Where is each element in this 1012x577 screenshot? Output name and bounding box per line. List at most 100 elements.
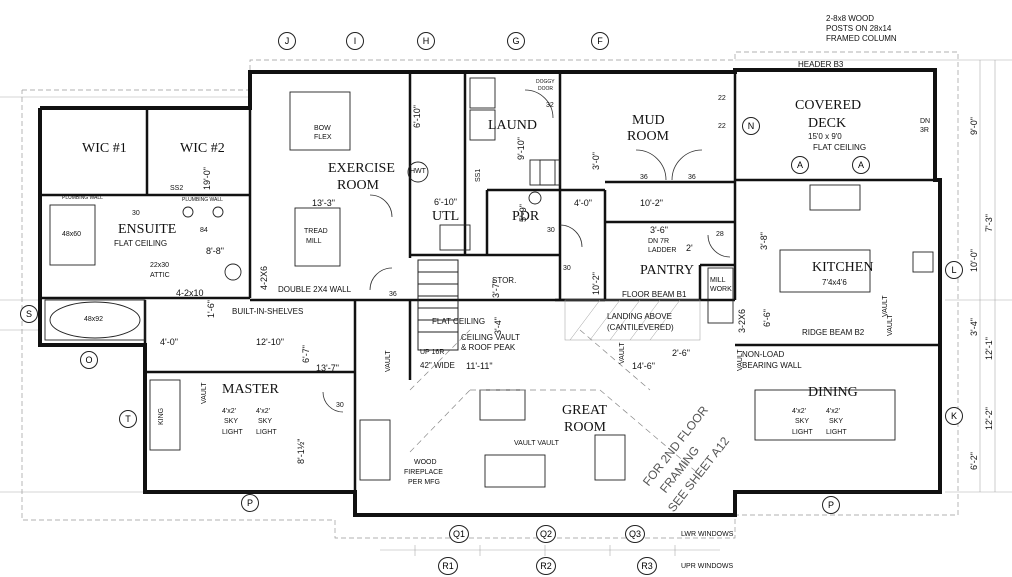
dim-36a: 36 — [640, 174, 648, 181]
dim-3-4: 3'-4" — [969, 318, 979, 336]
tread-mill-2: MILL — [306, 238, 322, 245]
vault-vault: VAULT VAULT — [514, 440, 559, 447]
ceiling-vault-1: CEILING VAULT — [461, 333, 520, 342]
outer-dashed-outline — [21, 51, 959, 539]
dim-8-8: 8'-8" — [206, 246, 224, 256]
dim-8-1-half: 8'-1½" — [296, 438, 306, 464]
sky-light-1-light: LIGHT — [222, 429, 243, 436]
ceiling-vault-2: & ROOF PEAK — [461, 343, 516, 352]
dim-22b: 22 — [718, 123, 726, 130]
grid-bubble-J: J — [278, 32, 296, 50]
dim-30c: 30 — [563, 265, 571, 272]
dn-3r-2: 3R — [920, 127, 929, 134]
non-load-1: NON-LOAD — [742, 350, 785, 359]
dim-13-7: 13'-7" — [316, 363, 339, 373]
landing-hatch — [564, 299, 701, 341]
dim-6-2: 6'-2" — [969, 452, 979, 470]
attic-1: 22x30 — [150, 262, 170, 269]
room-pdr: PDR — [512, 209, 540, 224]
dim-9-0: 9'-0" — [969, 117, 979, 135]
sky-light-1-size: 4'x2' — [222, 408, 236, 415]
bow-flex-2: FLEX — [314, 134, 332, 141]
dim-12-2: 12'-2" — [984, 407, 994, 430]
room-mud-1: MUD — [632, 113, 665, 128]
dim-10-0: 10'-0" — [969, 249, 979, 272]
grid-bubble-A2: A — [852, 156, 870, 174]
landing-2: (CANTILEVERED) — [607, 323, 674, 332]
sky-light-4-size: 4'x2' — [826, 408, 840, 415]
grid-bubble-L: L — [945, 261, 963, 279]
stairs — [417, 259, 459, 351]
sky-light-2-size: 4'x2' — [256, 408, 270, 415]
dim-30a: 30 — [132, 210, 140, 217]
room-great-1: GREAT — [562, 403, 608, 418]
stor: STOR. — [492, 276, 517, 285]
dim-2: 2' — [686, 243, 693, 253]
vault-dining-3: VAULT — [619, 342, 626, 364]
sky-light-4-light: LIGHT — [826, 429, 847, 436]
non-load-2: BEARING WALL — [742, 361, 802, 370]
dim-9-10: 9'-10" — [516, 137, 526, 160]
grid-bubble-I: I — [346, 32, 364, 50]
grid-bubble-F: F — [591, 32, 609, 50]
grid-bubble-P1: P — [241, 494, 259, 512]
dim-12-10: 12'-10" — [256, 337, 284, 347]
dim-6-10-vertical: 6'-10" — [412, 105, 422, 128]
exterior-walls — [38, 68, 942, 517]
room-great-2: ROOM — [564, 420, 607, 435]
fireplace-3: PER MFG — [408, 479, 440, 486]
fireplace-1: WOOD — [414, 459, 437, 466]
dim-10-2-a: 10'-2" — [640, 198, 663, 208]
dim-19-0: 19'-0" — [202, 167, 212, 190]
grid-bubble-Q2: Q2 — [536, 525, 556, 543]
grid-bubble-T: T — [119, 410, 137, 428]
doggy-door-1: DOGGY — [536, 79, 555, 85]
dim-7-3: 7'-3" — [984, 214, 994, 232]
dim-4-0-b: 4'-0" — [574, 198, 592, 208]
up-16r: UP 16R — [420, 349, 445, 356]
room-covered-1: COVERED — [795, 98, 862, 113]
sky-light-4-sky: SKY — [829, 418, 844, 425]
ladder-2: LADDER — [648, 247, 677, 254]
sky-light-3-size: 4'x2' — [792, 408, 806, 415]
tub-size: 48x92 — [84, 316, 104, 323]
ladder-1: DN 7R — [648, 238, 670, 245]
vault-dining-1: VAULT — [737, 349, 744, 371]
room-pantry: PANTRY — [640, 263, 694, 278]
tread-mill-1: TREAD — [304, 228, 328, 235]
room-wic2: WIC #2 — [180, 141, 225, 156]
room-laund: LAUND — [488, 118, 537, 133]
dim-36c: 36 — [389, 291, 397, 298]
room-covered-2: DECK — [808, 116, 847, 131]
grid-bubble-P2: P — [822, 496, 840, 514]
dim-28: 28 — [716, 231, 724, 238]
room-dining: DINING — [808, 385, 858, 400]
sky-light-2-sky: SKY — [258, 418, 273, 425]
dim-5-9: 5'-9" — [518, 204, 528, 222]
grid-bubble-A1: A — [791, 156, 809, 174]
room-utl: UTL — [432, 209, 460, 224]
grid-bubble-Q1: Q1 — [449, 525, 469, 543]
grid-bubble-Q3: Q3 — [625, 525, 645, 543]
dim-6-7: 6'-7" — [301, 345, 311, 363]
dn-3r-1: DN — [920, 118, 931, 125]
dim-2-6: 2'-6" — [672, 348, 690, 358]
room-exercise-1: EXERCISE — [328, 161, 395, 176]
room-exercise-2: ROOM — [337, 178, 380, 193]
grid-bubble-K: K — [945, 407, 963, 425]
fireplace-2: FIREPLACE — [404, 469, 443, 476]
room-wic1: WIC #1 — [82, 141, 127, 156]
sky-light-3-light: LIGHT — [792, 429, 813, 436]
vault-master-1: VAULT — [201, 382, 208, 404]
grid-lines — [0, 59, 1012, 556]
dim-4-2x10: 4-2x10 — [176, 288, 204, 298]
double-wall: DOUBLE 2X4 WALL — [278, 285, 352, 294]
door-swings — [322, 89, 731, 413]
dim-84: 84 — [200, 227, 208, 234]
king-bed: KING — [158, 407, 165, 425]
grid-bubble-N: N — [742, 117, 760, 135]
sky-light-2-light: LIGHT — [256, 429, 277, 436]
grid-bubble-G: G — [507, 32, 525, 50]
built-in-shelves: BUILT-IN-SHELVES — [232, 307, 304, 316]
